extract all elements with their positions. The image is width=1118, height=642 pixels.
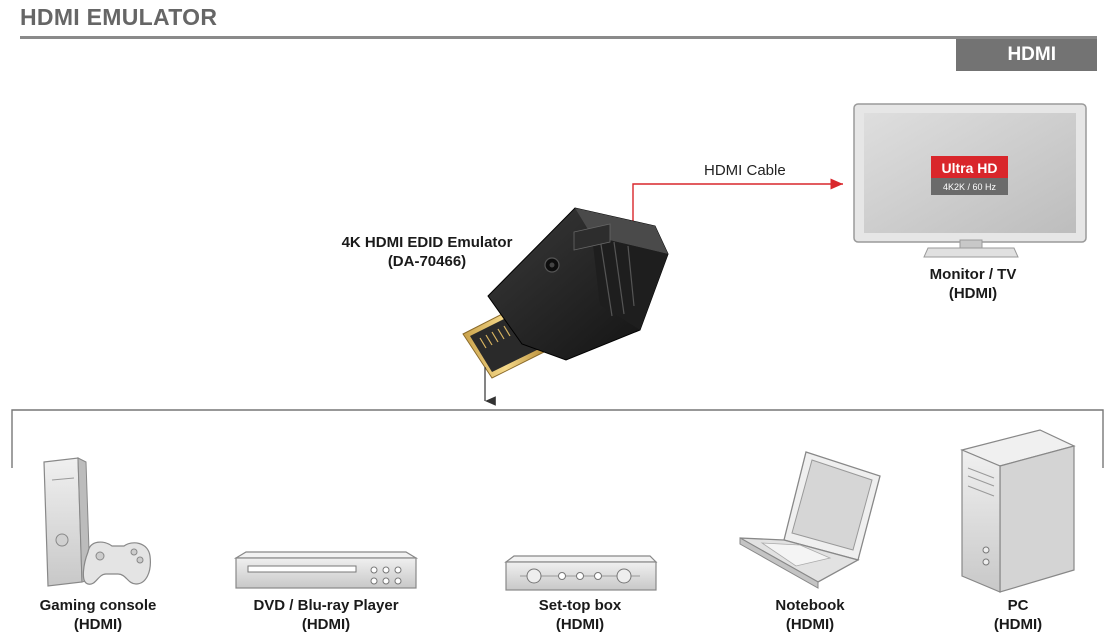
- source-name: DVD / Blu-ray Player: [253, 597, 399, 614]
- dvd-player-icon: [233, 551, 419, 589]
- monitor-port: (HDMI): [948, 285, 998, 302]
- notebook-icon: [739, 451, 881, 589]
- emulator-name: 4K HDMI EDID Emulator: [341, 234, 513, 251]
- monitor-label: Monitor / TV (HDMI): [888, 265, 1058, 303]
- monitor-name: Monitor / TV: [929, 266, 1017, 283]
- source-name: PC: [1007, 597, 1029, 614]
- monitor-tv-icon: Ultra HD 4K2K / 60 Hz: [853, 103, 1087, 258]
- emulator-model: (DA-70466): [387, 253, 467, 270]
- sources-bracket: [11, 409, 1104, 468]
- gaming-console-icon: [43, 457, 151, 587]
- emulator-label: 4K HDMI EDID Emulator (DA-70466): [327, 233, 527, 271]
- ultra-hd-sub: 4K2K / 60 Hz: [943, 182, 997, 192]
- source-name: Gaming console: [39, 597, 157, 614]
- source-name: Set-top box: [538, 597, 622, 614]
- pc-tower-icon: [960, 429, 1076, 593]
- source-label-gaming-console: Gaming console (HDMI): [18, 596, 178, 634]
- page-title: HDMI EMULATOR: [20, 4, 218, 30]
- ultra-hd-title: Ultra HD: [941, 160, 997, 176]
- source-port: (HDMI): [785, 616, 835, 633]
- set-top-box-icon: [504, 555, 658, 591]
- hdmi-cable-arrow: [632, 178, 843, 222]
- source-name: Notebook: [775, 597, 845, 614]
- cable-label: HDMI Cable: [704, 162, 786, 179]
- source-port: (HDMI): [73, 616, 123, 633]
- hdmi-emulator-icon: [462, 207, 669, 379]
- source-label-dvd-player: DVD / Blu-ray Player (HDMI): [236, 596, 416, 634]
- source-port: (HDMI): [993, 616, 1043, 633]
- source-port: (HDMI): [555, 616, 605, 633]
- source-port: (HDMI): [301, 616, 351, 633]
- source-label-pc: PC (HDMI): [958, 596, 1078, 634]
- hdmi-badge: HDMI: [956, 39, 1097, 71]
- source-label-notebook: Notebook (HDMI): [740, 596, 880, 634]
- ultra-hd-logo: Ultra HD 4K2K / 60 Hz: [931, 156, 1008, 195]
- source-label-set-top-box: Set-top box (HDMI): [500, 596, 660, 634]
- title-divider: [20, 36, 1097, 39]
